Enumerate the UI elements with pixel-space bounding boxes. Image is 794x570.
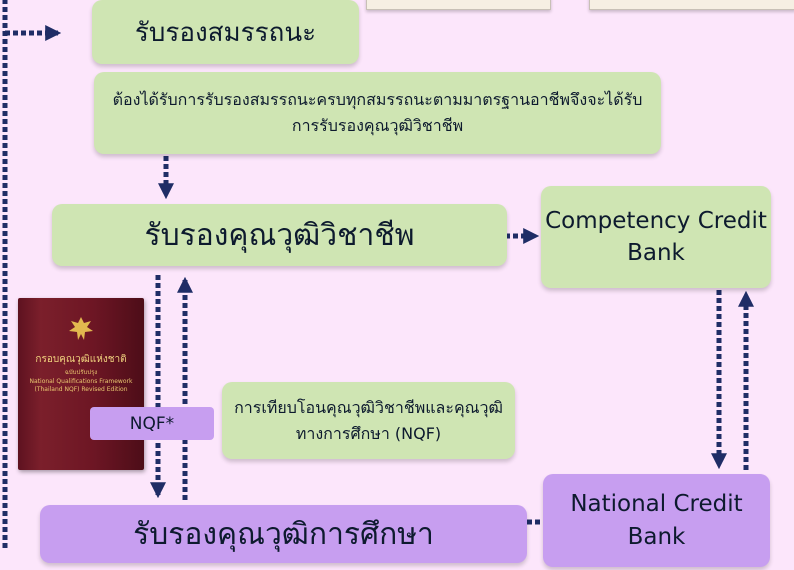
book-english-title: National Qualifications Framework (Thail…: [29, 378, 133, 393]
professional-qualification-node: รับรองคุณวุฒิวิชาชีพ: [52, 204, 507, 266]
national-credit-bank-node: National Credit Bank: [543, 474, 770, 567]
educational-qualification-node: รับรองคุณวุฒิการศึกษา: [40, 505, 527, 563]
garuda-emblem-icon: [69, 317, 93, 340]
nqf-note-text: การเทียบโอนคุณวุฒิวิชาชีพและคุณวุฒิทางกา…: [234, 397, 503, 443]
nqf-label-text: NQF*: [129, 413, 175, 434]
professional-qualification-label: รับรองคุณวุฒิวิชาชีพ: [144, 217, 415, 253]
nqf-label-badge: NQF*: [90, 407, 214, 440]
nqf-transfer-note: การเทียบโอนคุณวุฒิวิชาชีพและคุณวุฒิทางกา…: [222, 382, 515, 459]
nqf-book-cover: กรอบคุณวุฒิแห่งชาติ ฉบับปรับปรุง Nationa…: [18, 298, 144, 470]
top-card-left: [366, 0, 551, 10]
competency-requirement-note: ต้องได้รับการรับรองสมรรถนะครบทุกสมรรถนะต…: [94, 72, 661, 154]
book-title: กรอบคุณวุฒิแห่งชาติ: [35, 354, 127, 365]
book-subtitle: ฉบับปรับปรุง: [64, 369, 98, 376]
national-credit-bank-label: National Credit Bank: [570, 491, 743, 550]
competency-note-text: ต้องได้รับการรับรองสมรรถนะครบทุกสมรรถนะต…: [112, 90, 643, 135]
competency-certification-label: รับรองสมรรถนะ: [134, 17, 317, 48]
competency-credit-bank-label: Competency Credit Bank: [545, 207, 767, 266]
competency-certification-node: รับรองสมรรถนะ: [92, 0, 359, 64]
competency-credit-bank-node: Competency Credit Bank: [541, 186, 771, 288]
educational-qualification-label: รับรองคุณวุฒิการศึกษา: [133, 516, 434, 552]
top-card-right: [589, 0, 794, 10]
